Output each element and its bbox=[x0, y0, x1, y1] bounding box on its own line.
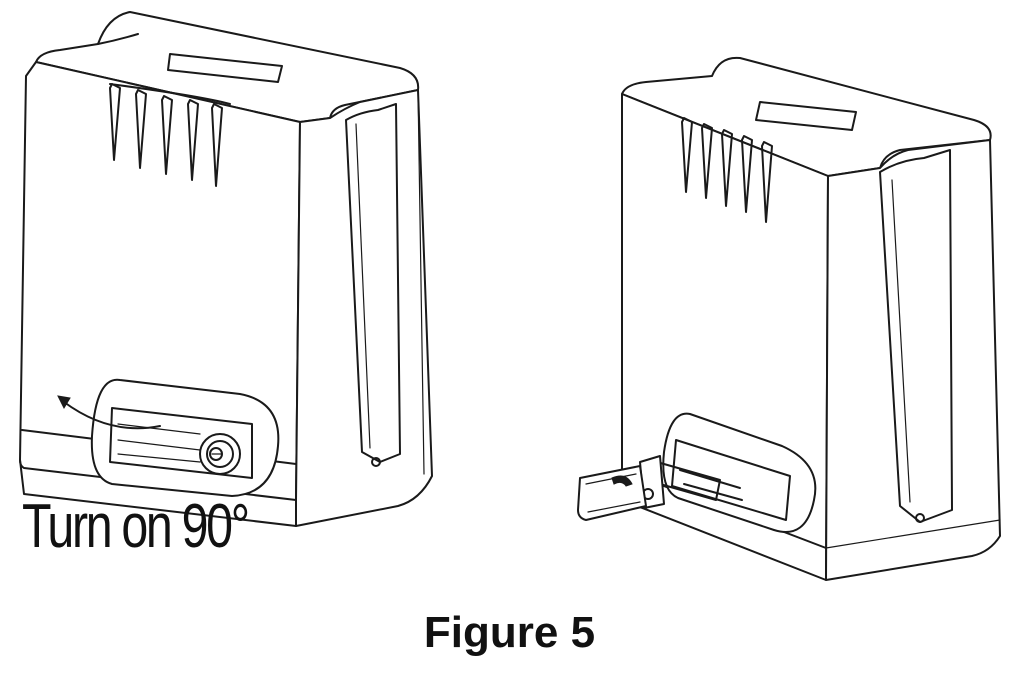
turn-annotation: Turn on 90° bbox=[22, 492, 250, 561]
right-release-cover bbox=[662, 412, 817, 533]
left-base-bottom bbox=[19, 459, 297, 527]
right-side-face bbox=[825, 139, 1001, 581]
left-side-groove bbox=[345, 103, 401, 463]
gate-motor-left bbox=[19, 11, 433, 527]
right-groove-inner bbox=[891, 179, 911, 503]
right-top-window bbox=[755, 101, 857, 131]
left-top-window bbox=[167, 53, 283, 83]
right-lever-arrow-icon bbox=[611, 475, 633, 487]
right-side-groove bbox=[879, 149, 953, 523]
left-top-notch bbox=[97, 33, 139, 45]
right-top-surface bbox=[621, 56, 992, 177]
gate-motor-right bbox=[577, 56, 1001, 581]
right-lever-edge bbox=[585, 473, 641, 513]
right-screw-hole bbox=[915, 513, 925, 523]
left-top-surface bbox=[35, 11, 420, 123]
figure-caption: Figure 5 bbox=[423, 608, 596, 657]
left-release-lever bbox=[117, 423, 201, 463]
left-side-edge bbox=[417, 89, 425, 475]
left-screw-hole bbox=[371, 457, 381, 467]
left-release-slot bbox=[109, 407, 253, 479]
key-icon bbox=[199, 433, 241, 475]
right-vent-fins bbox=[681, 117, 773, 223]
left-vent-fins bbox=[109, 83, 231, 187]
right-release-opening bbox=[671, 439, 791, 521]
rotation-arrow-icon bbox=[57, 395, 161, 430]
left-groove-inner bbox=[355, 123, 371, 449]
right-base-side-line bbox=[825, 519, 1001, 549]
